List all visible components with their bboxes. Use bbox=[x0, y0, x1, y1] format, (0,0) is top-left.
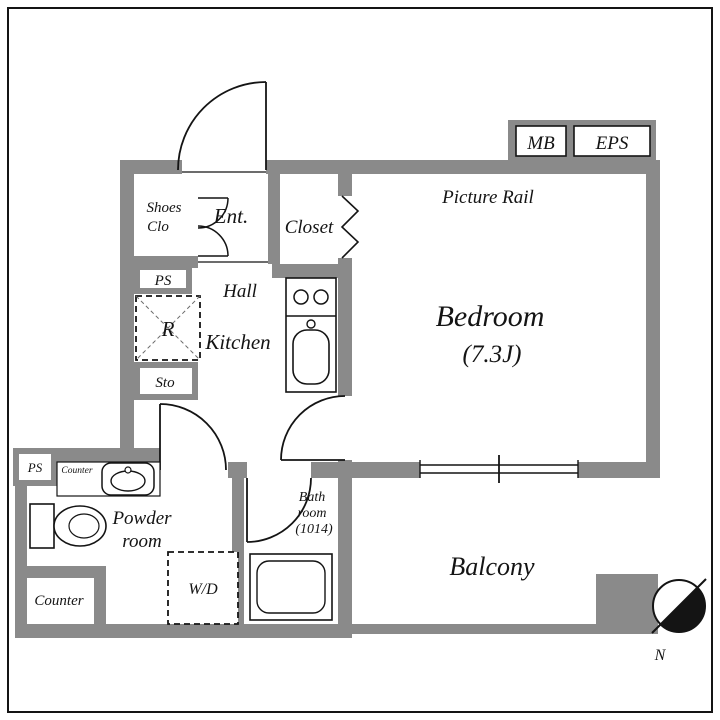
kitchen-label: Kitchen bbox=[204, 330, 270, 354]
entrance-label: Ent. bbox=[213, 204, 248, 228]
sink-icon bbox=[292, 319, 330, 385]
washbasin-icon bbox=[56, 461, 161, 497]
bedroom-size-label: (7.3J) bbox=[463, 341, 522, 368]
washer-dryer-box bbox=[167, 551, 239, 625]
counter-bottom-label: Counter bbox=[34, 593, 83, 609]
closet-label: Closet bbox=[285, 217, 334, 238]
bedroom-label: Bedroom bbox=[436, 300, 545, 333]
meter-box bbox=[515, 125, 651, 157]
washer-dryer-label: W/D bbox=[188, 581, 218, 598]
bedroom-door-arc bbox=[280, 395, 346, 461]
storage-label: Sto bbox=[155, 375, 175, 391]
eps-label: EPS bbox=[595, 133, 629, 154]
balcony-sliding-door bbox=[419, 455, 579, 483]
bathroom-label-2: room bbox=[297, 506, 326, 521]
compass-icon bbox=[651, 578, 707, 634]
toilet-icon bbox=[29, 503, 107, 549]
service-box-interiors bbox=[19, 270, 192, 480]
meter-box-label: MB bbox=[526, 133, 555, 154]
bathroom-label-1: Bath bbox=[299, 490, 325, 505]
picture-rail-label: Picture Rail bbox=[441, 187, 534, 208]
closet-folding-door bbox=[340, 195, 360, 259]
entrance-door-arc bbox=[177, 81, 267, 173]
powder-room-label-2: room bbox=[122, 531, 161, 552]
ps-upper-label: PS bbox=[154, 273, 172, 289]
counter-small-label: Counter bbox=[61, 466, 92, 476]
shoes-closet-label-2: Clo bbox=[147, 219, 169, 235]
bathtub-icon bbox=[249, 553, 333, 621]
refrigerator-box bbox=[135, 295, 201, 361]
powder-room-label-1: Powder bbox=[111, 508, 172, 529]
ps-lower-label: PS bbox=[27, 460, 43, 475]
bathroom-door-arc bbox=[246, 477, 312, 543]
powder-room-door-arc bbox=[159, 403, 227, 471]
bathroom-label-3: (1014) bbox=[295, 522, 333, 537]
refrigerator-label: R bbox=[161, 317, 175, 341]
shoes-closet-label-1: Shoes bbox=[147, 200, 182, 216]
stove-icon bbox=[293, 289, 329, 305]
outer-frame bbox=[7, 7, 713, 713]
hall-label: Hall bbox=[222, 281, 257, 302]
compass-north-label: N bbox=[654, 647, 667, 664]
balcony-label: Balcony bbox=[449, 552, 535, 581]
shoes-closet-doors bbox=[197, 197, 229, 257]
